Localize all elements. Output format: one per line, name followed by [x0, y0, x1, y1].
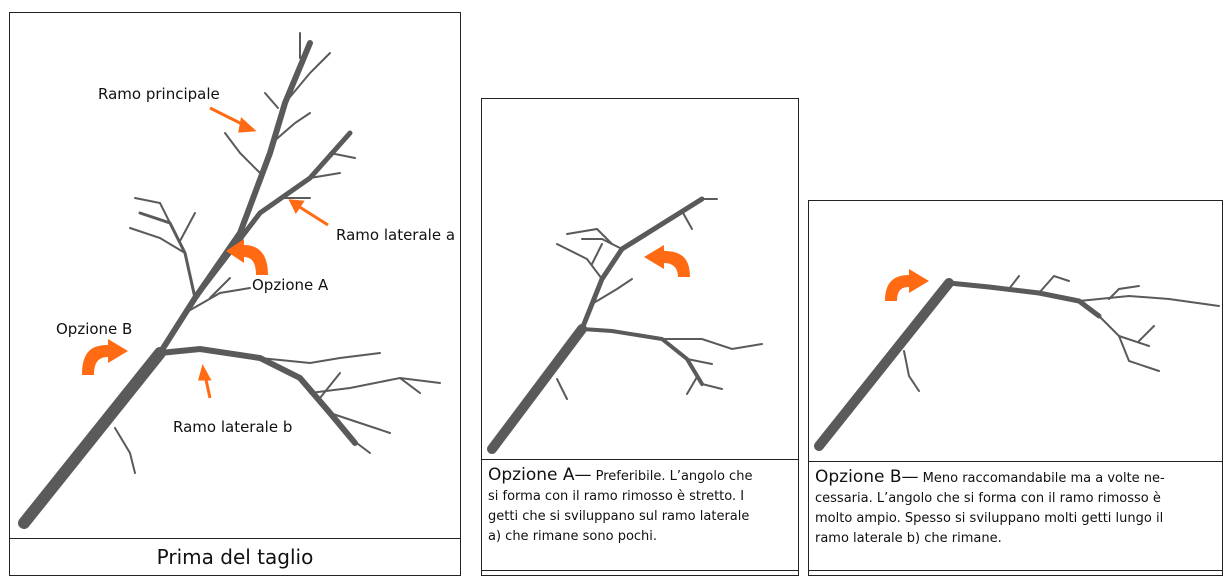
option-b-caption-title: Opzione B [815, 467, 902, 487]
option-b-cut-arrow [885, 269, 929, 301]
option-b-caption-line-1: Meno raccomandabile ma a volte ne- [922, 471, 1165, 486]
option-b-caption-line-3: molto ampio. Spesso si sviluppano molti … [815, 511, 1164, 526]
option-b-caption-line-2: cessaria. L’angolo che si forma con il r… [815, 491, 1161, 506]
tree-before-illustration [18, 32, 441, 529]
tree-option-b-illustration [814, 269, 1220, 451]
option-a-label: Opzione A [252, 276, 329, 294]
main-branch-label: Ramo principale [98, 85, 220, 103]
before-cut-caption: Prima del taglio [10, 538, 460, 575]
side-branch-a-label: Ramo laterale a [336, 226, 456, 244]
option-b-panel: Opzione B— Meno raccomandabile ma a volt… [808, 200, 1223, 576]
tree-option-a-illustration [487, 196, 763, 454]
option-a-cut-arrow [644, 245, 690, 277]
side-branch-b-label: Ramo laterale b [173, 418, 293, 436]
option-a-caption: Opzione A— Preferibile. L’angolo che si … [482, 459, 798, 571]
option-a-caption-line-3: getti che si sviluppano sul ramo lateral… [488, 509, 750, 524]
before-cut-panel: Ramo principale Ramo laterale a Opzione … [9, 12, 461, 576]
option-a-curved-arrow [226, 239, 268, 275]
option-a-caption-line-4: a) che rimane sono pochi. [488, 529, 658, 544]
pointer-arrows [198, 106, 329, 399]
option-a-panel: Opzione A— Preferibile. L’angolo che si … [481, 98, 799, 576]
option-a-caption-line-2: si forma con il ramo rimosso è stretto. … [488, 489, 745, 504]
option-a-caption-dash: — [574, 465, 592, 485]
option-b-label: Opzione B [56, 320, 133, 338]
option-b-curved-arrow [82, 339, 128, 375]
option-a-caption-title: Opzione A [488, 465, 575, 485]
option-b-caption: Opzione B— Meno raccomandabile ma a volt… [809, 461, 1222, 571]
option-b-caption-line-4: ramo laterale b) che rimane. [815, 531, 1002, 546]
option-a-caption-line-1: Preferibile. L’angolo che [595, 469, 753, 484]
option-b-caption-dash: — [901, 467, 919, 487]
